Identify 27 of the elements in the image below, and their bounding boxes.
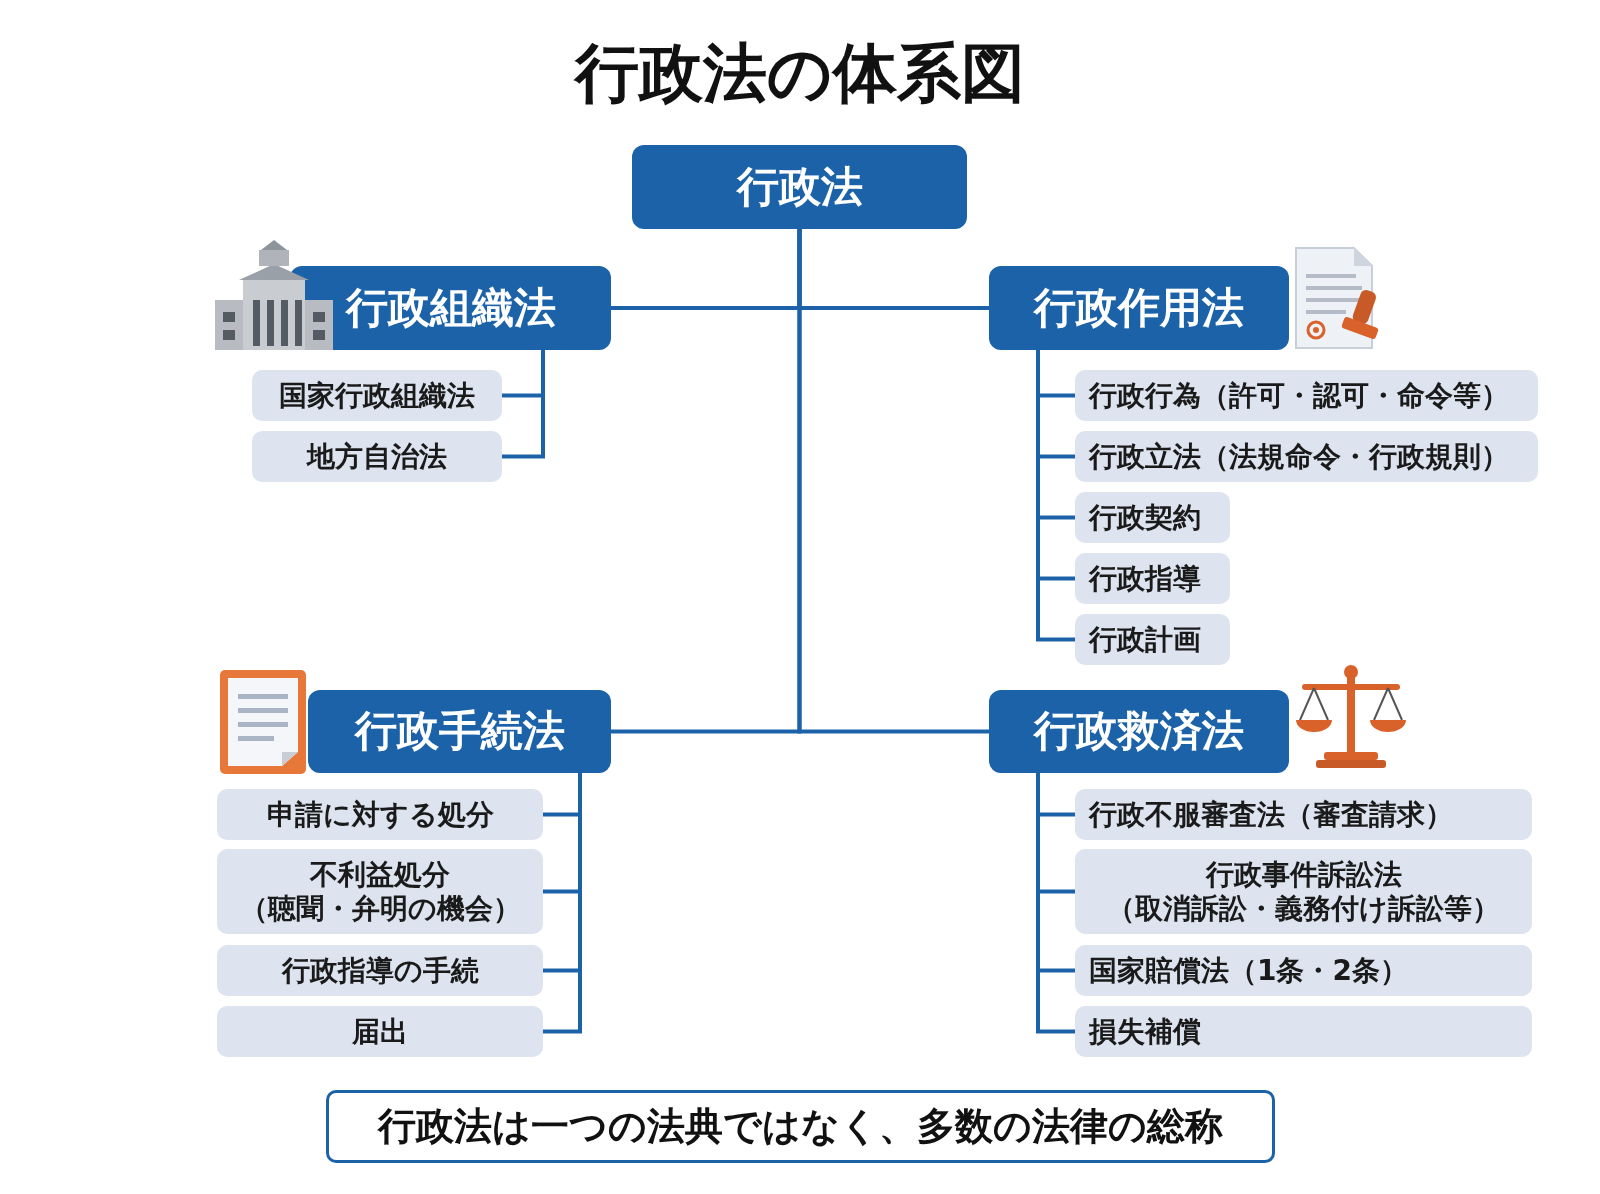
item-box: 国家賠償法（1条・2条）	[1075, 945, 1532, 996]
item-box: 届出	[217, 1006, 543, 1057]
item-box: 国家行政組織法	[252, 370, 502, 421]
item-box: 損失補償	[1075, 1006, 1532, 1057]
item-box: 不利益処分（聴聞・弁明の機会）	[217, 849, 543, 934]
connector-line	[797, 229, 989, 734]
connector-line	[1036, 773, 1075, 1034]
category-box: 行政組織法	[290, 266, 611, 350]
item-box: 行政指導の手続	[217, 945, 543, 996]
item-box: 地方自治法	[252, 431, 502, 482]
item-box: 行政立法（法規命令・行政規則）	[1075, 431, 1538, 482]
item-box: 行政契約	[1075, 492, 1230, 543]
connector-line	[1036, 350, 1075, 642]
item-box: 行政事件訴訟法（取消訴訟・義務付け訴訟等）	[1075, 849, 1532, 934]
note-box: 行政法は一つの法典ではなく、多数の法律の総称	[326, 1090, 1275, 1163]
category-box: 行政手続法	[308, 690, 611, 773]
connector-line	[543, 773, 582, 1034]
category-box: 行政救済法	[989, 690, 1289, 773]
item-box: 行政指導	[1075, 553, 1230, 604]
connector-line	[502, 350, 545, 459]
item-box: 行政不服審査法（審査請求）	[1075, 789, 1532, 840]
item-box: 行政行為（許可・認可・命令等）	[1075, 370, 1538, 421]
item-box: 申請に対する処分	[217, 789, 543, 840]
title: 行政法の体系図	[572, 35, 1026, 112]
category-box: 行政作用法	[989, 266, 1289, 350]
category-box: 行政法	[632, 145, 967, 229]
item-box: 行政計画	[1075, 614, 1230, 665]
